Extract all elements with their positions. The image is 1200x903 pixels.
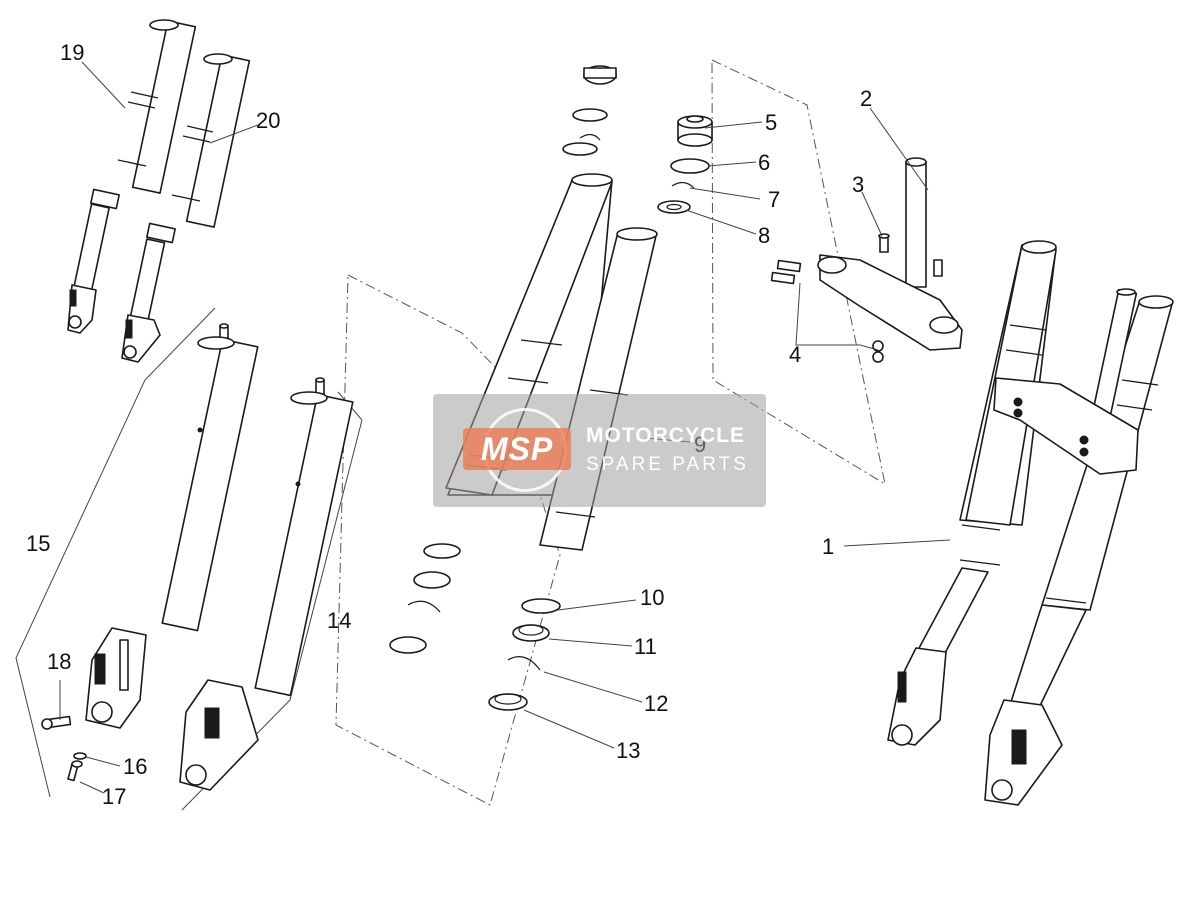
callout-4: 4 xyxy=(789,342,801,367)
dust-seal-part-10 xyxy=(521,598,561,614)
top-cap-set-center xyxy=(562,65,617,156)
watermark-title: MOTORCYCLE xyxy=(586,424,745,447)
callout-5: 5 xyxy=(765,110,777,135)
steering-stem-part-2 xyxy=(905,157,927,288)
seal-stack-left xyxy=(389,543,461,654)
front-fork-assembly-part-1 xyxy=(887,240,1174,806)
callout-14: 14 xyxy=(327,608,351,633)
callout-17: 17 xyxy=(102,784,126,809)
washer-part-16 xyxy=(73,752,87,760)
watermark-subtitle: SPARE PARTS xyxy=(586,454,749,475)
leader-lines xyxy=(59,61,951,794)
group-outline-left-legs xyxy=(15,307,216,798)
callout-13: 13 xyxy=(616,738,640,763)
watermark-logo: MSP xyxy=(463,428,571,470)
bolt-part-18 xyxy=(41,715,72,730)
callout-15: 15 xyxy=(26,531,50,556)
fork-slider-part-14 xyxy=(179,377,354,791)
callout-6: 6 xyxy=(758,150,770,175)
screw-part-17 xyxy=(67,760,83,782)
callout-3: 3 xyxy=(852,172,864,197)
callout-20: 20 xyxy=(256,108,280,133)
callout-12: 12 xyxy=(644,691,668,716)
top-cap-part-5 xyxy=(677,115,713,147)
fork-slider-part-15 xyxy=(85,323,259,729)
washer-part-8 xyxy=(657,200,691,214)
fork-leg-part-20 xyxy=(121,53,251,363)
top-yoke xyxy=(817,254,963,351)
callout-10: 10 xyxy=(640,585,664,610)
oil-seal-part-11 xyxy=(512,624,550,642)
callout-2: 2 xyxy=(860,86,872,111)
callout-8: 8 xyxy=(758,223,770,248)
callout-1: 1 xyxy=(822,534,834,559)
callout-16: 16 xyxy=(123,754,147,779)
bolts-part-4 xyxy=(770,259,884,363)
callout-7: 7 xyxy=(768,187,780,212)
circlip-part-12 xyxy=(507,656,541,671)
watermark-banner: MSP MOTORCYCLE SPARE PARTS xyxy=(433,394,766,507)
bushing-part-13 xyxy=(488,693,528,711)
o-ring-part-6 xyxy=(670,158,710,174)
group-outline-fork-tubes xyxy=(335,274,561,806)
clip-part-7 xyxy=(671,181,695,189)
callout-11: 11 xyxy=(634,634,657,659)
fork-leg-part-19 xyxy=(67,19,197,334)
callout-19: 19 xyxy=(60,40,84,65)
callout-18: 18 xyxy=(47,649,71,674)
